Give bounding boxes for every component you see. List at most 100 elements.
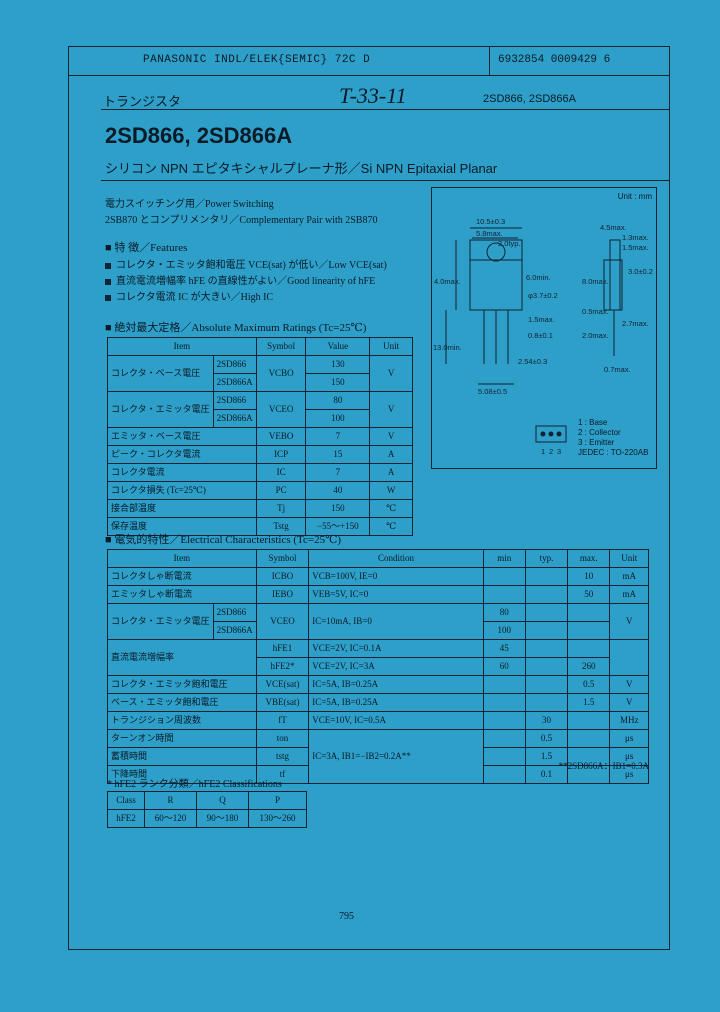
item-cell: コレクタ・エミッタ電圧	[107, 391, 214, 428]
unit-cell: W	[369, 481, 413, 500]
dim-label: 2.54±0.3	[518, 357, 547, 366]
table-row: トランジション周波数 fT VCE=10V, IC=0.5A 30 MHz	[107, 711, 649, 730]
dim-label: 3.0±0.2	[628, 267, 653, 276]
side-tab	[609, 239, 621, 311]
dim-label: 1.3max.	[622, 233, 649, 242]
pin-legend: 1 : Base 2 : Collector 3 : Emitter JEDEC…	[578, 418, 649, 457]
col-header: Condition	[308, 549, 484, 568]
elec-heading: ■ 電気的特性／Electrical Characteristics (Tc=2…	[105, 534, 342, 546]
dim-label: φ3.7±0.2	[528, 291, 558, 300]
elec-footnote: **2SD866A：IB1=0.3A	[558, 761, 649, 771]
sub-cell: 2SD866	[212, 355, 257, 374]
feature-item: 直流電流増幅率 hFE の直線性がよい／Good linearity of hF…	[105, 272, 375, 287]
value-cell: 7	[305, 463, 371, 482]
sub-cell: 2SD866A	[212, 409, 257, 428]
dim-label: 6.0min.	[526, 273, 551, 282]
table-row: コレクタ・エミッタ電圧 2SD866 VCEO IC=10mA, IB=0 80…	[107, 603, 649, 640]
value-cell: 7	[305, 427, 371, 446]
datasheet-page: PANASONIC INDL/ELEK{SEMIC} 72C D 6932854…	[68, 46, 670, 950]
symbol-cell: ICP	[255, 445, 307, 464]
col-header: Unit	[609, 549, 649, 568]
header-code: 6932854 0009429 6	[498, 54, 611, 66]
classification-table: Class R Q P hFE2 60～120 90～180 130～260	[107, 791, 308, 828]
classification-heading: * hFE2 ランク分類／hFE2 Classifications	[107, 779, 282, 790]
dim-label: 5.08±0.5	[478, 387, 507, 396]
sub-cell: 2SD866A	[212, 373, 257, 392]
header-models: 2SD866, 2SD866A	[483, 93, 576, 105]
dim-label: 4.5max.	[600, 223, 627, 232]
symbol-cell: VEBO	[255, 427, 307, 446]
table-row: ベース・エミッタ飽和電圧 VBE(sat) IC=5A, IB=0.25A 1.…	[107, 693, 649, 712]
package-outline-box: Unit : mm	[431, 187, 657, 469]
dim-label: 0.8±0.1	[528, 331, 553, 340]
table-header-row: Item Symbol Value Unit	[107, 337, 413, 356]
unit-cell: ℃	[369, 499, 413, 518]
dim-label: 1.5max.	[622, 243, 649, 252]
table-row: 接合部温度 Tj 150 ℃	[107, 499, 413, 518]
table-row: コレクタ・ベース電圧 2SD866 VCBO 130 V	[107, 355, 413, 392]
bullet-icon	[105, 262, 111, 269]
table-row: エミッタ・ベース電圧 VEBO 7 V	[107, 427, 413, 446]
dim-label: 2.7max.	[622, 319, 649, 328]
bullet-icon	[105, 294, 111, 301]
dim-label: 2.0max.	[582, 331, 609, 340]
symbol-cell: PC	[255, 481, 307, 500]
symbol-cell: Tj	[255, 499, 307, 518]
subtitle-rule	[101, 180, 669, 181]
dim-label: 5.8max.	[476, 229, 503, 238]
table-row: 直流電流増幅率 hFE1 VCE=2V, IC=0.1A 45	[107, 639, 649, 676]
abs-max-table: Item Symbol Value Unit コレクタ・ベース電圧 2SD866…	[107, 337, 413, 536]
item-cell: コレクタ・ベース電圧	[107, 355, 214, 392]
table-row: 2SD866A 150	[108, 373, 413, 392]
pin-number: 2	[549, 447, 553, 456]
dim-label: 4.0max.	[434, 277, 461, 286]
bullet-icon	[105, 278, 111, 285]
page-number: 795	[339, 911, 354, 922]
col-header: max.	[567, 549, 611, 568]
col-header: Value	[305, 337, 371, 356]
value-cell: 150	[305, 373, 371, 392]
col-header: Symbol	[255, 549, 310, 568]
table-row: コレクタ・エミッタ電圧 2SD866 VCEO 80 V	[107, 391, 413, 428]
header-banner: PANASONIC INDL/ELEK{SEMIC} 72C D 6932854…	[69, 47, 669, 76]
dim-label: 0.5max.	[582, 307, 609, 316]
value-cell: 15	[305, 445, 371, 464]
symbol-cell: VCEO	[255, 391, 307, 428]
pin-diagram	[535, 425, 567, 443]
page-title: 2SD866, 2SD866A	[105, 123, 293, 148]
category-label: トランジスタ	[103, 94, 182, 109]
dim-label: 0.7max.	[604, 365, 631, 374]
value-cell: 100	[305, 409, 371, 428]
pin-number: 1	[541, 447, 545, 456]
item-cell: エミッタ・ベース電圧	[107, 427, 257, 446]
item-cell: ピーク・コレクタ電流	[107, 445, 257, 464]
table-row: コレクタ・エミッタ飽和電圧 VCE(sat) IC=5A, IB=0.25A 0…	[107, 675, 649, 694]
unit-cell: V	[369, 427, 413, 446]
table-row: コレクタ損失 (Tc=25℃) PC 40 W	[107, 481, 413, 500]
item-cell: コレクタ電流	[107, 463, 257, 482]
pin-number: 3	[557, 447, 561, 456]
unit-cell: ℃	[369, 517, 413, 536]
table-row: 蓄積時間 tstg 1.5 μs	[107, 747, 649, 766]
col-header: min	[482, 549, 526, 568]
value-cell: 40	[305, 481, 371, 500]
dim-label: 10.5±0.3	[476, 217, 505, 226]
body-outline	[469, 259, 523, 311]
symbol-cell: VCBO	[255, 355, 307, 392]
unit-cell: A	[369, 463, 413, 482]
elec-table: Item Symbol Condition min typ. max. Unit…	[107, 549, 649, 784]
table-row: 保存温度 Tstg −55～+150 ℃	[107, 517, 413, 536]
item-cell: コレクタ損失 (Tc=25℃)	[107, 481, 257, 500]
table-row: コレクタ電流 IC 7 A	[107, 463, 413, 482]
table-row: ピーク・コレクタ電流 ICP 15 A	[107, 445, 413, 464]
features-heading: ■ 特 徴／Features	[105, 242, 188, 254]
application: 電力スイッチング用／Power Switching	[105, 199, 274, 210]
symbol-cell: IC	[255, 463, 307, 482]
table-row: エミッタしゃ断電流 IEBO VEB=5V, IC=0 50 mA	[107, 585, 649, 604]
dim-label: 1.5max.	[528, 315, 555, 324]
banner-text: PANASONIC INDL/ELEK{SEMIC} 72C D	[143, 54, 371, 66]
col-header: Symbol	[255, 337, 307, 356]
table-row: コレクタしゃ断電流 ICBO VCB=100V, IE=0 10 mA	[107, 567, 649, 586]
sub-cell: 2SD866	[212, 391, 257, 410]
header-rule	[101, 109, 669, 110]
